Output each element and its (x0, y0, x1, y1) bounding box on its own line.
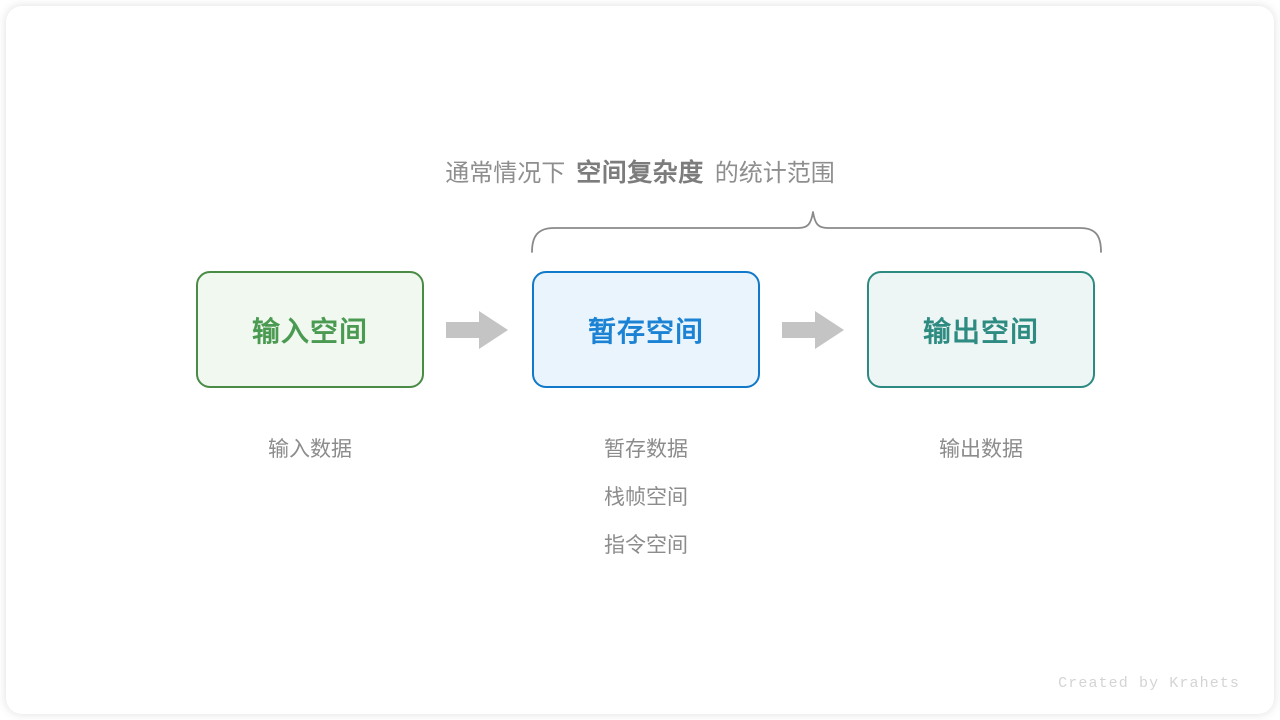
arrow-right-icon-2 (782, 311, 844, 349)
caption-line: 输入数据 (268, 438, 352, 461)
stage-box-output[interactable]: 输出空间 (867, 271, 1095, 388)
caption-column-output: 输出数据 (867, 426, 1095, 474)
bracket-caption: 通常情况下空间复杂度的统计范围 (6, 154, 1274, 193)
stage-box-temp[interactable]: 暂存空间 (532, 271, 760, 388)
caption-line: 输出数据 (939, 438, 1023, 461)
watermark: Created by Krahets (1058, 675, 1240, 692)
stage-box-input[interactable]: 输入空间 (196, 271, 424, 388)
flow-row: 输入空间 暂存空间 输出空间 (6, 271, 1274, 389)
stage-box-output-label: 输出空间 (922, 315, 1039, 347)
caption-column-temp: 暂存数据 栈帧空间 指令空间 (532, 426, 760, 570)
caption-line: 栈帧空间 (604, 486, 688, 509)
caption-column-input: 输入数据 (196, 426, 424, 474)
bracket-caption-suffix: 的统计范围 (714, 160, 835, 187)
stage-box-temp-label: 暂存空间 (587, 315, 704, 347)
stage-box-input-label: 输入空间 (251, 315, 368, 347)
caption-line: 指令空间 (604, 534, 688, 557)
bracket-caption-prefix: 通常情况下 (445, 160, 566, 187)
caption-line: 暂存数据 (604, 438, 688, 461)
slide-card: 通常情况下空间复杂度的统计范围 输入空间 暂存空间 输出空间 输入数据 暂存数据… (6, 6, 1274, 714)
curly-brace-icon (531, 211, 1102, 253)
arrow-right-icon-1 (446, 311, 508, 349)
bracket-caption-emphasis: 空间复杂度 (576, 159, 704, 187)
